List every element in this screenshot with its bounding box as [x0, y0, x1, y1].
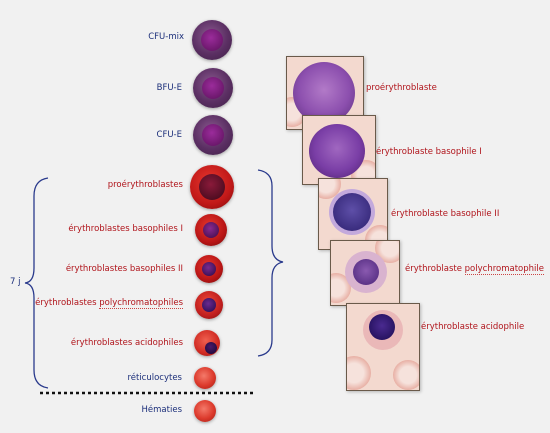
- label-erythro-baso-1: érythroblastes basophiles I: [68, 224, 183, 234]
- cell-bfu-e: [193, 68, 233, 108]
- label-reticulocytes: réticulocytes: [127, 373, 182, 383]
- middle-brace: [257, 169, 284, 357]
- left-brace: [24, 177, 49, 389]
- label-right-poly-prefix: érythroblaste: [405, 264, 465, 274]
- label-hematies: Hématies: [141, 405, 182, 415]
- label-erythro-acido: érythroblastes acidophiles: [70, 338, 183, 348]
- cell-erythro-poly-nucleus: [202, 298, 216, 312]
- label-erythro-poly: érythroblastes polychromatophiles: [35, 298, 183, 309]
- cell-cfu-e: [193, 115, 233, 155]
- label-right-baso-1: érythroblaste basophile I: [376, 147, 482, 157]
- label-right-poly: érythroblaste polychromatophile: [405, 264, 544, 275]
- label-erythro-baso-2: érythroblastes basophiles II: [65, 264, 183, 274]
- cell-erythro-acido: [194, 330, 220, 356]
- photo-acido: [346, 303, 420, 391]
- photo-proerythroblaste-cell: [293, 62, 355, 124]
- label-proerythroblastes: proérythroblastes: [107, 180, 183, 190]
- label-bfu-e: BFU-E: [156, 83, 182, 93]
- cell-reticulocyte: [194, 367, 216, 389]
- label-cfu-e: CFU-E: [156, 130, 182, 140]
- cell-erythro-poly: [195, 291, 223, 319]
- label-right-poly-suffix: polychromatophile: [464, 264, 544, 275]
- photo-poly: [330, 240, 400, 306]
- photo-rbc: [393, 360, 419, 390]
- label-right-proerythroblaste: proérythroblaste: [366, 83, 437, 93]
- label-erythro-poly-prefix: érythroblastes: [35, 298, 100, 308]
- cell-bfu-e-nucleus: [202, 77, 224, 99]
- cell-cfu-mix: [192, 20, 232, 60]
- label-erythro-poly-suffix: polychromatophiles: [99, 298, 183, 309]
- brace-label-7j: 7 j: [10, 277, 21, 287]
- label-right-acido: érythroblaste acidophile: [421, 322, 525, 332]
- cell-erythro-acido-nucleus: [205, 342, 217, 354]
- photo-baso-2-nucleus: [333, 193, 371, 231]
- cell-erythro-baso-2-nucleus: [202, 262, 216, 276]
- cell-proerythroblaste: [190, 165, 234, 209]
- cell-erythro-baso-2: [195, 255, 223, 283]
- cell-erythro-baso-1: [195, 214, 227, 246]
- cell-hematie: [194, 400, 216, 422]
- cell-cfu-mix-nucleus: [201, 29, 223, 51]
- photo-poly-nucleus: [353, 259, 379, 285]
- photo-rbc: [319, 179, 341, 199]
- cell-erythro-baso-1-nucleus: [203, 222, 219, 238]
- photo-acido-nucleus: [369, 314, 395, 340]
- label-right-baso-2: érythroblaste basophile II: [391, 209, 500, 219]
- label-cfu-mix: CFU-mix: [148, 32, 184, 42]
- photo-baso-1-cell: [309, 124, 365, 178]
- cell-cfu-e-nucleus: [202, 124, 224, 146]
- cell-proerythroblaste-nucleus: [199, 174, 225, 200]
